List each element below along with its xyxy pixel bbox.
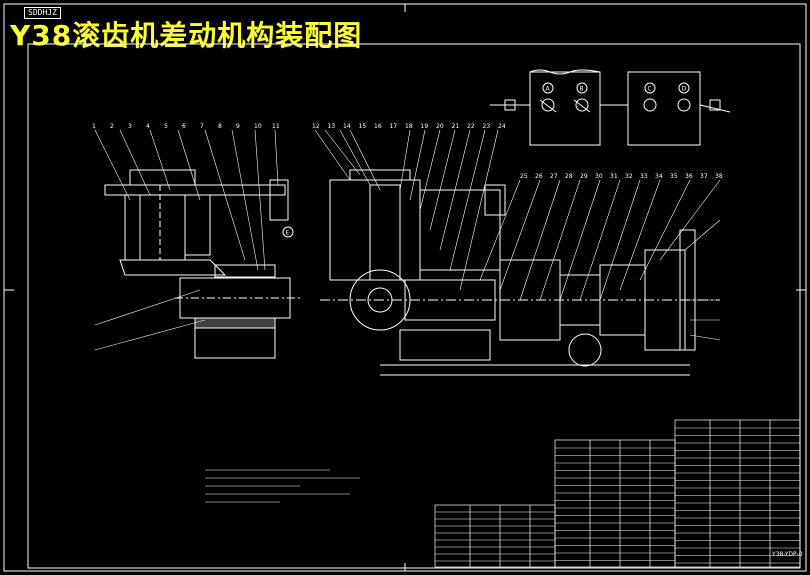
callout-number: 38 (715, 173, 723, 180)
callout-number: 2 (110, 123, 114, 130)
callout-number: 29 (580, 173, 588, 180)
svg-text:A: A (546, 86, 551, 93)
svg-text:E: E (286, 230, 290, 237)
detail-view-left (490, 69, 601, 146)
leader-lines (94, 129, 721, 351)
svg-text:C: C (648, 86, 652, 93)
drawing-corner-tag: SDDHJZ (24, 7, 61, 19)
section-marker: B (576, 82, 588, 94)
callout-number: 24 (498, 123, 506, 130)
callout-number: 1 (92, 123, 96, 130)
callout-number: 34 (655, 173, 663, 180)
callout-number: 32 (625, 173, 633, 180)
inner-frame (27, 43, 801, 569)
callout-number: 27 (550, 173, 558, 180)
section-marker: A (542, 82, 554, 94)
callout-number: 23 (483, 123, 491, 130)
callout-number: 15 (359, 123, 367, 130)
callout-number: 8 (218, 123, 222, 130)
callout-number: 35 (670, 173, 678, 180)
callout-number: 14 (343, 123, 351, 130)
callout-number: 12 (312, 123, 320, 130)
callout-number: 26 (535, 173, 543, 180)
callout-number: 19 (421, 123, 429, 130)
section-marker: C (644, 82, 656, 94)
svg-text:B: B (580, 86, 584, 93)
detail-view-right (600, 71, 731, 146)
svg-text:D: D (682, 86, 687, 93)
callout-number: 10 (254, 123, 262, 130)
callout-number: 33 (640, 173, 648, 180)
drawing-number: Y38-YDP-0 (771, 551, 803, 558)
technical-notes (205, 469, 360, 503)
callout-number: 6 (182, 123, 186, 130)
left-gear-assembly (104, 169, 300, 359)
callout-number: 30 (595, 173, 603, 180)
callout-number: 37 (700, 173, 708, 180)
callout-number: 25 (520, 173, 528, 180)
callout-number: 28 (565, 173, 573, 180)
callout-number: 17 (390, 123, 398, 130)
right-differential-assembly (380, 229, 696, 376)
table-row-lines (435, 427, 800, 564)
section-marker: D (678, 82, 690, 94)
callout-number: 20 (436, 123, 444, 130)
callout-number: 7 (200, 123, 204, 130)
callout-number: 18 (405, 123, 413, 130)
section-markers: A B C D E (282, 82, 690, 238)
callout-number: 4 (146, 123, 150, 130)
callout-number: 31 (610, 173, 618, 180)
callout-number: 21 (452, 123, 460, 130)
callout-number: 3 (128, 123, 132, 130)
callout-number: 13 (328, 123, 336, 130)
drawing-title: Y38滚齿机差动机构装配图 (10, 19, 363, 52)
parts-list-table (434, 419, 801, 568)
callout-number: 36 (685, 173, 693, 180)
callout-number: 5 (164, 123, 168, 130)
callout-number: 16 (374, 123, 382, 130)
section-marker: E (282, 226, 294, 238)
callout-number: 9 (236, 123, 240, 130)
callout-number: 22 (467, 123, 475, 130)
callout-number: 11 (272, 123, 280, 130)
